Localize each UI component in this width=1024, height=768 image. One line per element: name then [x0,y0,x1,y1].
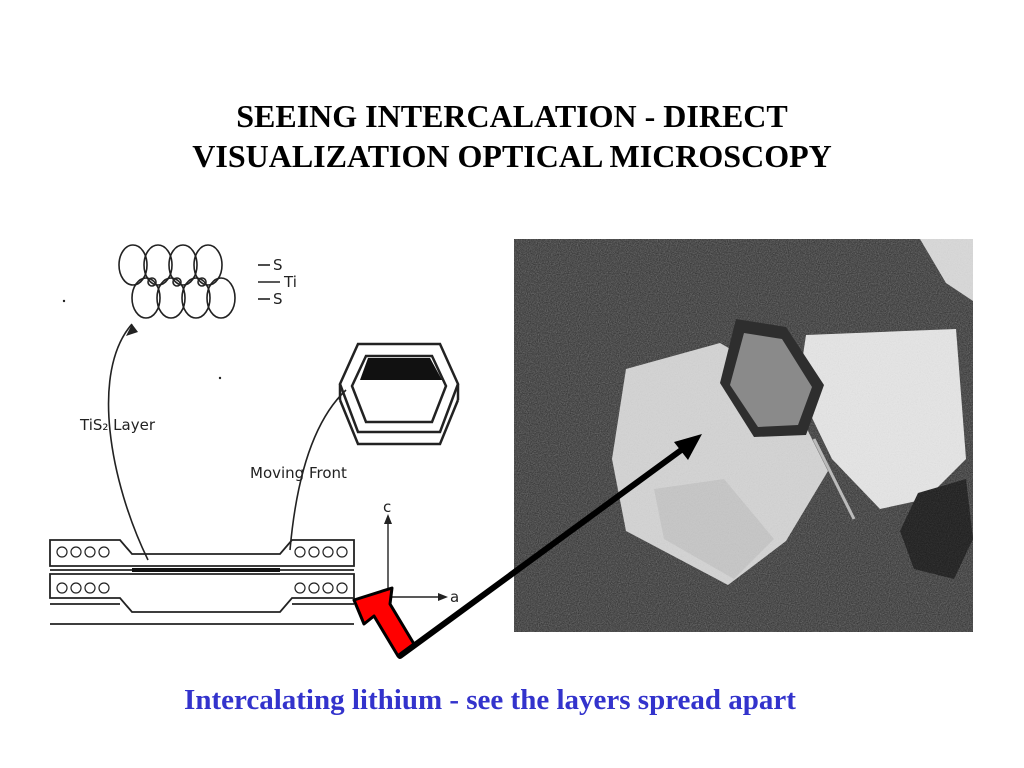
label-ti: Ti [283,273,297,291]
atom-circle [206,277,236,319]
label-s-top: S [273,256,283,274]
label-moving-front: Moving Front [250,464,347,482]
slide-caption: Intercalating lithium - see the layers s… [184,684,796,716]
slide-title: SEEING INTERCALATION - DIRECT VISUALIZAT… [112,96,912,176]
hexagon-grain [720,319,824,437]
atom-circle [118,244,148,286]
atom-circle [193,244,223,286]
atom-circle [143,244,173,286]
atom-circle [156,277,186,319]
atom-circle [168,244,198,286]
title-line-1: SEEING INTERCALATION - DIRECT [236,98,788,134]
leader-curve-layer [107,323,149,561]
axes [387,517,444,598]
axis-label-c: c [383,498,391,516]
axis-label-a: a [450,588,459,606]
optical-micrograph [514,239,973,632]
intercalation-schematic: S Ti S TiS₂ Layer Moving Front [49,244,460,625]
label-tis2-layer: TiS₂ Layer [79,416,156,434]
atom-circle [181,277,211,319]
layered-slab [49,539,355,625]
atom-circle [131,277,161,319]
label-s-bottom: S [273,290,283,308]
slab-atoms [56,546,348,594]
title-line-2: VISUALIZATION OPTICAL MICROSCOPY [192,138,832,174]
leader-curve-front [289,389,347,551]
